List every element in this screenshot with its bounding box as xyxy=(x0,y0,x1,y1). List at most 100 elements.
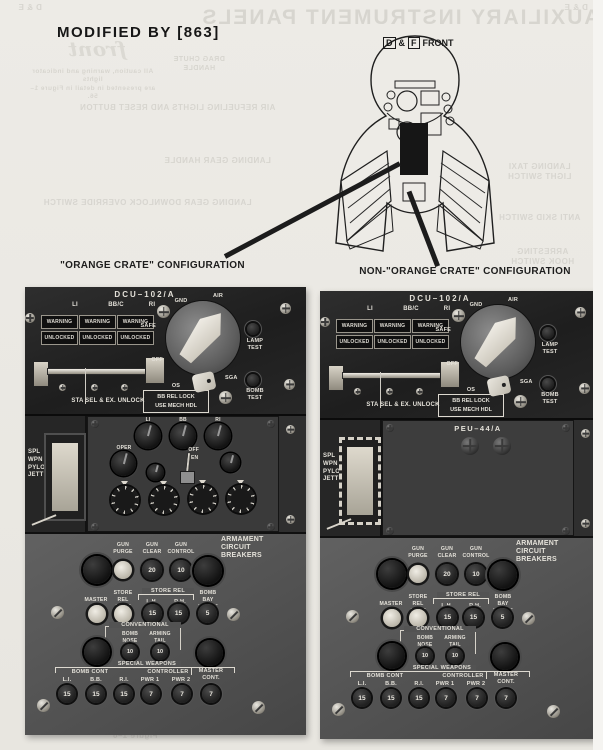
breaker-arming-tail: 10 xyxy=(152,644,168,660)
ampersand: & xyxy=(398,38,406,48)
position-off: OFF xyxy=(151,357,163,363)
bb-label: B.B. xyxy=(90,677,102,683)
dial-index-pointer xyxy=(160,481,167,486)
master-cont-bracket-tick xyxy=(486,671,487,679)
dial-index-pointer xyxy=(237,480,244,485)
rh-label: R.H. xyxy=(469,603,481,609)
small-knob xyxy=(147,464,164,481)
toggle-off-label: OFF xyxy=(188,447,199,453)
column-label-ri: RI xyxy=(148,302,156,308)
sta-sel-label: STA SEL & EX. UNLOCK xyxy=(366,402,440,408)
column-label-ri: RI xyxy=(443,306,451,312)
screw-icon xyxy=(346,610,359,623)
bleedthrough-gear-handle: LANDING GEAR HANDLE xyxy=(164,156,271,165)
bleedthrough-caution-note: All caution, warning and indicator light… xyxy=(29,68,156,101)
gun-clear-label: GUN CLEAR xyxy=(142,542,162,555)
position-os: OS xyxy=(171,383,181,389)
breaker-arming-tail: 10 xyxy=(447,648,463,664)
breaker-controller-pwr2: 7 xyxy=(468,689,486,707)
screw-icon xyxy=(280,303,291,314)
breaker-bomb-cont-bb: 15 xyxy=(382,689,400,707)
acb-title: ARMAMENT CIRCUIT BREAKERS xyxy=(221,536,264,560)
bomb-test-label: BOMB TEST xyxy=(541,392,559,406)
screw-icon xyxy=(284,379,295,390)
screw-icon xyxy=(354,388,361,395)
unlocked-light: UNLOCKED xyxy=(374,335,411,349)
special-weapons-bracket xyxy=(55,667,235,673)
screw-icon xyxy=(581,429,590,438)
li-label: L.I. xyxy=(62,677,72,683)
jettison-slot xyxy=(52,443,78,511)
breaker-gun-purge xyxy=(114,561,132,579)
lamp-test-button xyxy=(247,323,259,335)
breaker-bomb-nose: 10 xyxy=(122,644,138,660)
enable-toggle-base xyxy=(180,471,195,484)
screw-icon xyxy=(332,703,345,716)
breaker-gun-control: 10 xyxy=(466,564,486,584)
gun-purge-label: GUN PURGE xyxy=(113,542,133,555)
oper-knob xyxy=(111,451,136,476)
position-safe: SAFE xyxy=(435,327,451,333)
screw-icon xyxy=(522,612,535,625)
conventional-group-label: CONVENTIONAL xyxy=(404,626,476,632)
panel-non-orange-crate: DCU–102/A LI BB/C RI WARNING WARNING WAR… xyxy=(320,291,601,739)
breaker-large xyxy=(492,644,518,670)
breaker-bomb-cont-li: 15 xyxy=(353,689,371,707)
lanyard-string xyxy=(85,368,86,404)
lamp-test-label: LAMP TEST xyxy=(541,342,559,356)
arming-tail-label: ARMING TAIL xyxy=(444,635,466,648)
screw-icon xyxy=(267,523,275,531)
position-os: OS xyxy=(466,387,476,393)
store-rel-group-label: STORE REL xyxy=(142,588,194,594)
acb-title: ARMAMENT CIRCUIT BREAKERS xyxy=(516,540,559,564)
master-cont-label: MASTER CONT. xyxy=(493,672,519,686)
arming-tail-label: ARMING TAIL xyxy=(149,631,171,644)
breaker-large xyxy=(197,640,223,666)
breaker-store-rel-rh: 15 xyxy=(464,608,483,627)
breaker-bomb-bay-doors: 5 xyxy=(198,604,217,623)
breaker-gun-clear: 20 xyxy=(437,564,457,584)
store-rel-group-label: STORE REL xyxy=(437,592,489,598)
ri-label: R.I. xyxy=(119,677,129,683)
position-off: OFF xyxy=(446,361,458,367)
bomb-nose-label: BOMB NOSE xyxy=(416,635,434,648)
breaker-bomb-nose: 10 xyxy=(417,648,433,664)
breaker-master-cont: 7 xyxy=(202,685,220,703)
panel-orange-crate: DCU–102/A LI BB/C RI WARNING WARNING WAR… xyxy=(25,287,306,735)
rh-label: R.H. xyxy=(174,599,186,605)
bb-rel-lock-placard: BB REL LOCK USE MECH HDL xyxy=(438,394,504,417)
digit-thumbwheel xyxy=(189,485,217,513)
special-weapons-bracket xyxy=(350,671,530,677)
crew-d-box: D xyxy=(383,37,396,49)
breaker-bomb-cont-bb: 15 xyxy=(87,685,105,703)
controller-group-label: CONTROLLER xyxy=(442,673,484,679)
breaker-master-arm xyxy=(88,605,106,623)
release-handle-rod xyxy=(342,372,444,379)
right-knob xyxy=(221,453,240,472)
gun-clear-label: GUN CLEAR xyxy=(437,546,457,559)
screw-icon xyxy=(562,527,570,535)
digit-thumbwheel xyxy=(150,486,178,514)
digit-thumbwheel xyxy=(111,486,139,514)
master-cont-bracket-tick xyxy=(191,667,192,675)
screw-icon xyxy=(227,608,240,621)
knob-label-bb: BB xyxy=(179,417,187,423)
ri-label: R.I. xyxy=(414,681,424,687)
knob-ri xyxy=(205,423,231,449)
toggle-en-label: EN xyxy=(191,455,199,461)
column-label-li: LI xyxy=(72,302,78,308)
screw-icon xyxy=(37,699,50,712)
lamp-test-button xyxy=(542,327,554,339)
breaker-controller-pwr1: 7 xyxy=(437,689,455,707)
warning-light: WARNING xyxy=(79,315,116,329)
unlocked-light: UNLOCKED xyxy=(412,335,449,349)
pwr1-label: PWR 1 xyxy=(435,681,455,687)
breaker-bomb-cont-ri: 15 xyxy=(115,685,133,703)
screw-icon xyxy=(386,527,394,535)
page-title: MODIFIED BY [863] xyxy=(57,24,220,41)
diagram-front-label: D & F FRONT xyxy=(383,37,454,49)
gun-control-label: GUN CONTROL xyxy=(167,542,195,555)
bb-label: B.B. xyxy=(385,681,397,687)
bomb-test-button xyxy=(542,378,554,390)
